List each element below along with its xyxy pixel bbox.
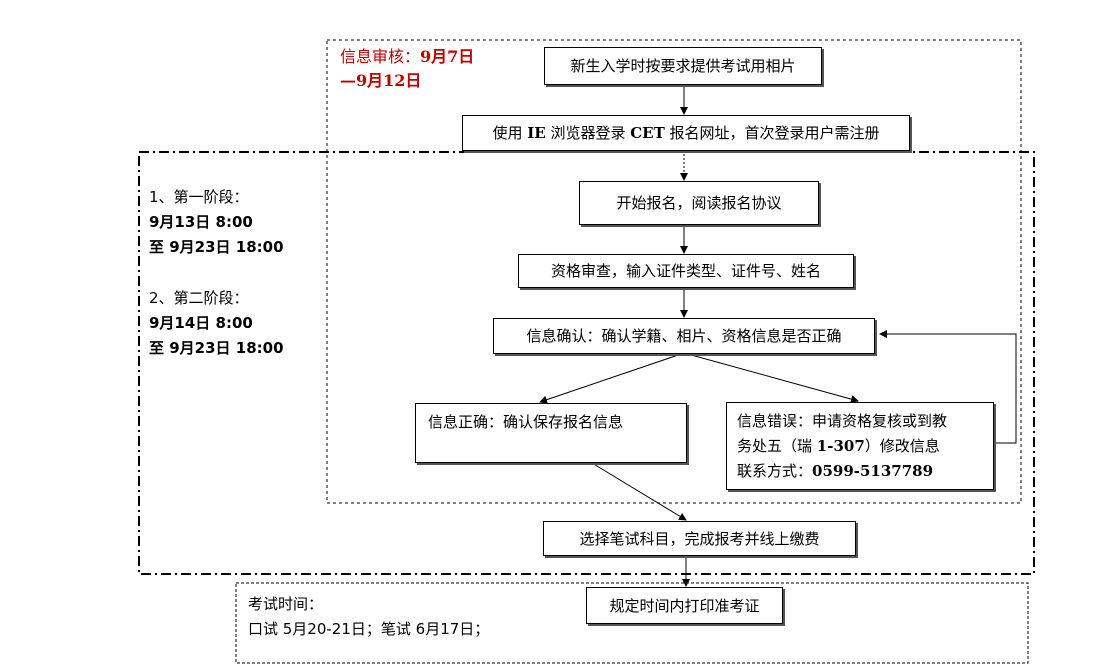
phase2-title: 2、第二阶段：: [149, 289, 249, 307]
step-print-label: 规定时间内打印准考证: [609, 596, 760, 615]
step-confirm: 信息确认：确认学籍、相片、资格信息是否正确: [493, 318, 875, 354]
phase2-start: 9月14日 8:00: [149, 314, 253, 332]
info-review-region: [326, 39, 1022, 504]
arrow-error-back: [879, 330, 1017, 444]
step-qualify: 资格审查，输入证件类型、证件号、姓名: [518, 254, 854, 288]
step-confirm-label: 信息确认：确认学籍、相片、资格信息是否正确: [526, 327, 842, 345]
step-print: 规定时间内打印准考证: [586, 587, 783, 624]
phase1-start: 9月13日 8:00: [149, 213, 253, 231]
phase1-title: 1、第一阶段：: [149, 188, 249, 206]
arrow-confirm-correct: [539, 352, 685, 404]
step-photo: 新生入学时按要求提供考试用相片: [544, 47, 822, 85]
phase1-end: 至 9月23日 18:00: [149, 238, 284, 256]
info-review-end-date: —9月12日: [340, 71, 422, 90]
step-error-line3: 联系方式：0599-5137789: [737, 462, 934, 480]
step-select: 选择笔试科目，完成报考并线上缴费: [543, 521, 856, 556]
arrow-correct-select: [591, 462, 687, 521]
step-login: 使用 IE 浏览器登录 CET 报名网址，首次登录用户需注册: [462, 115, 910, 151]
arrow-confirm-error: [683, 352, 859, 403]
exam-time-label: 考试时间：: [248, 595, 324, 613]
step-start-label: 开始报名，阅读报名协议: [616, 194, 782, 212]
step-photo-label: 新生入学时按要求提供考试用相片: [570, 57, 796, 75]
phase-schedule: 1、第一阶段： 9月13日 8:00 至 9月23日 18:00 2、第二阶段：…: [149, 185, 284, 361]
step-qualify-label: 资格审查，输入证件类型、证件号、姓名: [550, 262, 821, 280]
step-start: 开始报名，阅读报名协议: [579, 181, 819, 225]
registration-region: [138, 151, 1035, 575]
step-correct: 信息正确：确认保存报名信息: [415, 403, 687, 463]
phase2-end: 至 9月23日 18:00: [149, 339, 284, 357]
step-login-label: 使用 IE 浏览器登录 CET 报名网址，首次登录用户需注册: [492, 124, 880, 142]
exam-time: 考试时间： 口试 5月20-21日；笔试 6月17日；: [248, 592, 489, 642]
step-error-line1: 信息错误：申请资格复核或到教: [737, 412, 948, 430]
exam-region: [235, 582, 1029, 664]
info-review-start-date: 9月7日: [420, 47, 475, 66]
step-error: 信息错误：申请资格复核或到教 务处五（瑞 1-307）修改信息 联系方式：059…: [726, 402, 994, 490]
info-review-label: 信息审核：9月7日 —9月12日: [340, 45, 474, 93]
info-review-prefix: 信息审核：: [340, 47, 421, 66]
step-error-line2: 务处五（瑞 1-307）修改信息: [737, 437, 940, 455]
exam-time-detail: 口试 5月20-21日；笔试 6月17日；: [248, 620, 490, 638]
step-select-label: 选择笔试科目，完成报考并线上缴费: [579, 529, 820, 548]
step-correct-label: 信息正确：确认保存报名信息: [428, 413, 624, 431]
